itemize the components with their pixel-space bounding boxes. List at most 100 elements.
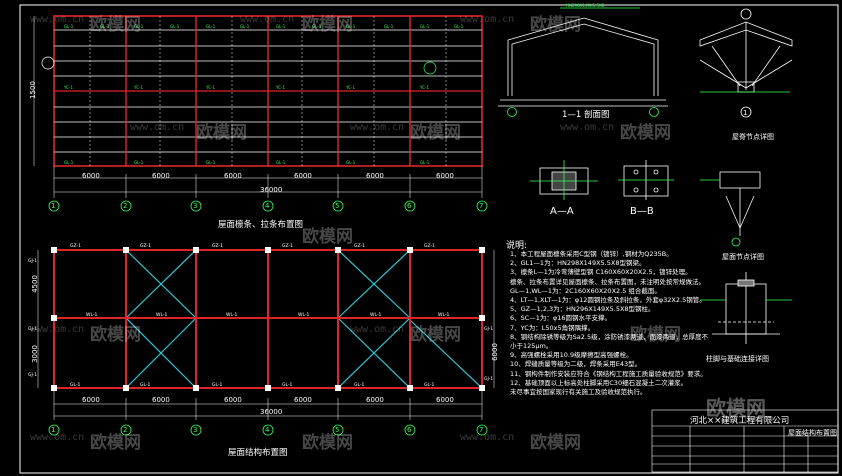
top-plan-total-dim: 36000 xyxy=(260,186,283,194)
bottom-dim-2: 6000 xyxy=(152,396,170,404)
svg-text:GL-1: GL-1 xyxy=(346,24,356,29)
svg-text:GL-1: GL-1 xyxy=(100,24,110,29)
top-axis-5: 5 xyxy=(335,202,340,210)
svg-text:GL-1: GL-1 xyxy=(354,382,365,388)
svg-text:GL-1: GL-1 xyxy=(64,24,74,29)
note-line: 4、LT—1,XLT—1为：φ12圆钢拉条及斜拉条，外套φ32X2.5钢管。 xyxy=(510,296,706,305)
bottom-dim-3: 6000 xyxy=(224,396,242,404)
drawing-frame xyxy=(19,4,839,474)
detail-bb-title: B—B xyxy=(630,206,654,217)
top-axis-3: 3 xyxy=(193,202,198,210)
roof-joint-detail xyxy=(700,171,761,247)
svg-text:GZ-1: GZ-1 xyxy=(354,243,365,249)
svg-text:GL-1: GL-1 xyxy=(70,382,81,388)
columns xyxy=(51,247,485,391)
note-line: 9、高强螺栓采用10.9级摩擦型高强螺栓。 xyxy=(510,351,633,360)
svg-text:GL-1: GL-1 xyxy=(312,24,322,29)
bottom-axis-bubbles xyxy=(48,424,488,436)
notes-title: 说明: xyxy=(506,241,528,251)
bottom-axis-6: 6 xyxy=(407,426,412,434)
svg-text:WL-1: WL-1 xyxy=(226,312,238,318)
top-dim-6: 6000 xyxy=(436,172,454,180)
bottom-left-dim-1: 4500 xyxy=(30,275,39,293)
svg-text:GJ-1: GJ-1 xyxy=(28,326,37,332)
svg-text:GL-1: GL-1 xyxy=(134,24,144,29)
bottom-dim-4: 6000 xyxy=(294,396,312,404)
title-block-drawing-name: 屋面结构布置图 xyxy=(788,429,837,437)
bottom-axis-4: 4 xyxy=(265,426,270,434)
svg-text:GL-1: GL-1 xyxy=(420,160,430,165)
top-axis-7: 7 xyxy=(479,202,484,210)
top-side-dim: 1500 xyxy=(28,81,37,99)
top-dim-1: 6000 xyxy=(82,172,100,180)
top-axis-1: 1 xyxy=(51,202,56,210)
note-line: 10、焊缝质量等级为二级，焊条采用E43型。 xyxy=(510,360,642,369)
svg-text:GL-1: GL-1 xyxy=(282,382,293,388)
note-line: 5、GZ—1,2,3为：HN296X149X5.5X8型钢柱。 xyxy=(510,305,655,314)
section-1-1: HN298X149X5.5X8 xyxy=(498,3,668,117)
bottom-dim-5: 6000 xyxy=(366,396,384,404)
bottom-dim-1: 6000 xyxy=(82,396,100,404)
note-line: 7、YC为：L50x5角钢隅撑。 xyxy=(510,323,595,332)
svg-text:GZ-1: GZ-1 xyxy=(424,243,435,249)
svg-text:WL-1: WL-1 xyxy=(438,312,450,318)
svg-text:GL-1: GL-1 xyxy=(420,24,430,29)
svg-text:GL-1: GL-1 xyxy=(206,24,216,29)
svg-text:GL-1: GL-1 xyxy=(212,382,223,388)
frame-beams xyxy=(53,249,483,389)
note-line: 3、檩条L—1为冷弯薄壁型钢 C160X60X20X2.5，镀锌处理。 xyxy=(510,268,692,277)
base-detail-title: 柱脚与基础连接详图 xyxy=(706,355,769,363)
rafter-lines xyxy=(125,16,411,166)
svg-text:GL-1: GL-1 xyxy=(64,160,74,165)
top-axis-bubbles xyxy=(48,200,488,212)
svg-text:GZ-1: GZ-1 xyxy=(70,243,81,249)
svg-text:GJ-1: GJ-1 xyxy=(28,372,37,378)
note-line: 8、钢结构除锈等级为Sa2.5级，涂防锈漆两道，面漆两道，总厚度不小于125μm… xyxy=(510,332,709,351)
title-block xyxy=(651,409,839,473)
ridge-joint-detail xyxy=(699,8,793,118)
top-dim-lines xyxy=(53,166,483,198)
top-axis-4: 4 xyxy=(265,202,270,210)
detail-bb xyxy=(618,160,674,200)
note-line: 未尽事宜按国家现行有关施工及验收规范执行。 xyxy=(510,388,647,397)
top-axis-2: 2 xyxy=(123,202,128,210)
svg-text:YC-1: YC-1 xyxy=(205,85,215,90)
svg-text:GL-1: GL-1 xyxy=(206,160,216,165)
svg-text:GJ-1: GJ-1 xyxy=(484,376,493,382)
svg-text:GZ-1: GZ-1 xyxy=(140,243,151,249)
column-base-detail xyxy=(700,272,792,344)
note-line: GL—1,WL—1为：2C160X60X20X2.5 组合截面。 xyxy=(510,286,661,295)
bottom-axis-3: 3 xyxy=(193,426,198,434)
bottom-plan-title: 屋面结构布置图 xyxy=(228,448,288,458)
bottom-left-dim-2: 3000 xyxy=(30,345,39,363)
svg-text:GL-1: GL-1 xyxy=(134,160,144,165)
svg-text:YC-1: YC-1 xyxy=(419,85,429,90)
notes-list: 1、本工程屋面檩条采用C型钢（镀锌）,钢材为Q235B。 2、GL1—1为：HN… xyxy=(510,250,710,397)
svg-text:GL-1: GL-1 xyxy=(170,24,180,29)
detail-aa-title: A—A xyxy=(550,206,574,217)
bottom-axis-7: 7 xyxy=(479,426,484,434)
bottom-axis-5: 5 xyxy=(335,426,340,434)
svg-text:GL-1: GL-1 xyxy=(276,160,286,165)
bottom-dim-6: 6000 xyxy=(436,396,454,404)
svg-text:GL-1: GL-1 xyxy=(240,24,250,29)
top-dim-5: 6000 xyxy=(366,172,384,180)
section-title: 1—1 剖面图 xyxy=(562,110,610,120)
svg-text:GL-1: GL-1 xyxy=(276,24,286,29)
svg-text:WL-1: WL-1 xyxy=(156,312,168,318)
svg-text:GL-1: GL-1 xyxy=(384,24,394,29)
note-line: 6、SC—1为：φ16圆钢水平支撑。 xyxy=(510,314,611,323)
bottom-axis-1: 1 xyxy=(51,426,56,434)
note-line: 1、本工程屋面檩条采用C型钢（镀锌）,钢材为Q235B。 xyxy=(510,250,673,258)
roof-joint-title: 屋面节点详图 xyxy=(722,253,764,261)
note-line: 11、钢构件制作安装应符合《钢结构工程施工质量验收规范》要求。 xyxy=(510,369,707,378)
bottom-dim-lines xyxy=(37,250,495,420)
tie-rods xyxy=(89,16,447,166)
svg-text:GZ-1: GZ-1 xyxy=(212,243,223,249)
ridge-joint-title: 屋脊节点详图 xyxy=(732,133,774,141)
top-plan-title: 屋面檩条、拉条布置图 xyxy=(218,220,304,230)
top-axis-6: 6 xyxy=(407,202,412,210)
note-line: 12、基础顶面以上标高处柱脚采用C30细石混凝土二次灌浆。 xyxy=(510,378,688,387)
